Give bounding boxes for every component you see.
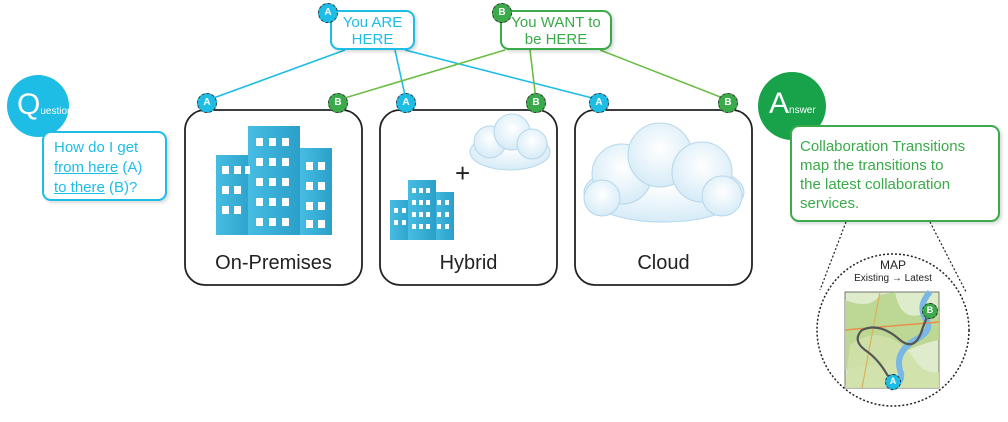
- panel-label-cloud: Cloud: [637, 252, 690, 274]
- badge-b-you-want-here: B: [492, 3, 512, 23]
- badge-b-hybrid: B: [526, 93, 546, 113]
- answer-word: nswer: [789, 105, 816, 116]
- answer-line2: map the transitions to: [800, 157, 944, 174]
- answer-callout: Collaboration Transitions map the transi…: [790, 125, 1000, 222]
- plus-sign: +: [455, 158, 471, 188]
- badge-a-hybrid: A: [396, 93, 416, 113]
- question-tag-b: (B)?: [104, 179, 138, 196]
- you-are-here-line1: You ARE: [342, 14, 403, 31]
- badge-b-cloud: B: [718, 93, 738, 113]
- badge-b-map: B: [922, 303, 938, 319]
- badge-b-on-premises: B: [328, 93, 348, 113]
- cloud-icon: [583, 122, 745, 223]
- you-want-here-callout: You WANT to be HERE: [500, 10, 612, 50]
- you-want-here-line1: You WANT to: [511, 14, 601, 31]
- answer-line4: services.: [800, 195, 860, 212]
- map-title: MAP: [879, 258, 906, 272]
- to-there-link[interactable]: to there: [54, 179, 105, 196]
- green-connectors: [337, 49, 729, 101]
- badge-a-map: A: [885, 374, 901, 390]
- map-connectors: [819, 221, 967, 293]
- small-building-icon: [390, 180, 454, 240]
- building-icon: [216, 126, 332, 235]
- you-are-here-callout: You ARE HERE: [330, 10, 415, 50]
- map-arrow-icon: →: [891, 273, 902, 284]
- cyan-connectors: [207, 49, 601, 101]
- badge-a-cloud: A: [589, 93, 609, 113]
- from-here-link[interactable]: from here: [54, 159, 119, 176]
- panel-label-on-premises: On-Premises: [215, 252, 332, 274]
- map-subtitle: Existing → Latest: [838, 273, 948, 284]
- you-want-here-line2: be HERE: [524, 31, 588, 48]
- question-tag-a: (A): [118, 159, 143, 176]
- map-existing: Existing: [854, 273, 890, 284]
- you-are-here-line2: HERE: [351, 31, 394, 48]
- answer-letter: A: [769, 87, 790, 120]
- question-circle: Question: [7, 75, 73, 137]
- answer-line3: the latest collaboration: [800, 176, 951, 193]
- question-line1: How do I get: [54, 139, 139, 156]
- badge-a-you-are-here: A: [318, 3, 338, 23]
- question-word: uestion: [40, 106, 73, 117]
- question-letter: Q: [17, 88, 41, 121]
- question-callout: How do I get from here (A) to there (B)?: [42, 131, 167, 201]
- answer-line1: Collaboration Transitions: [800, 138, 966, 155]
- small-cloud-icon: [469, 113, 551, 171]
- badge-a-on-premises: A: [197, 93, 217, 113]
- panel-label-hybrid: Hybrid: [439, 252, 498, 274]
- map-latest: Latest: [904, 273, 932, 284]
